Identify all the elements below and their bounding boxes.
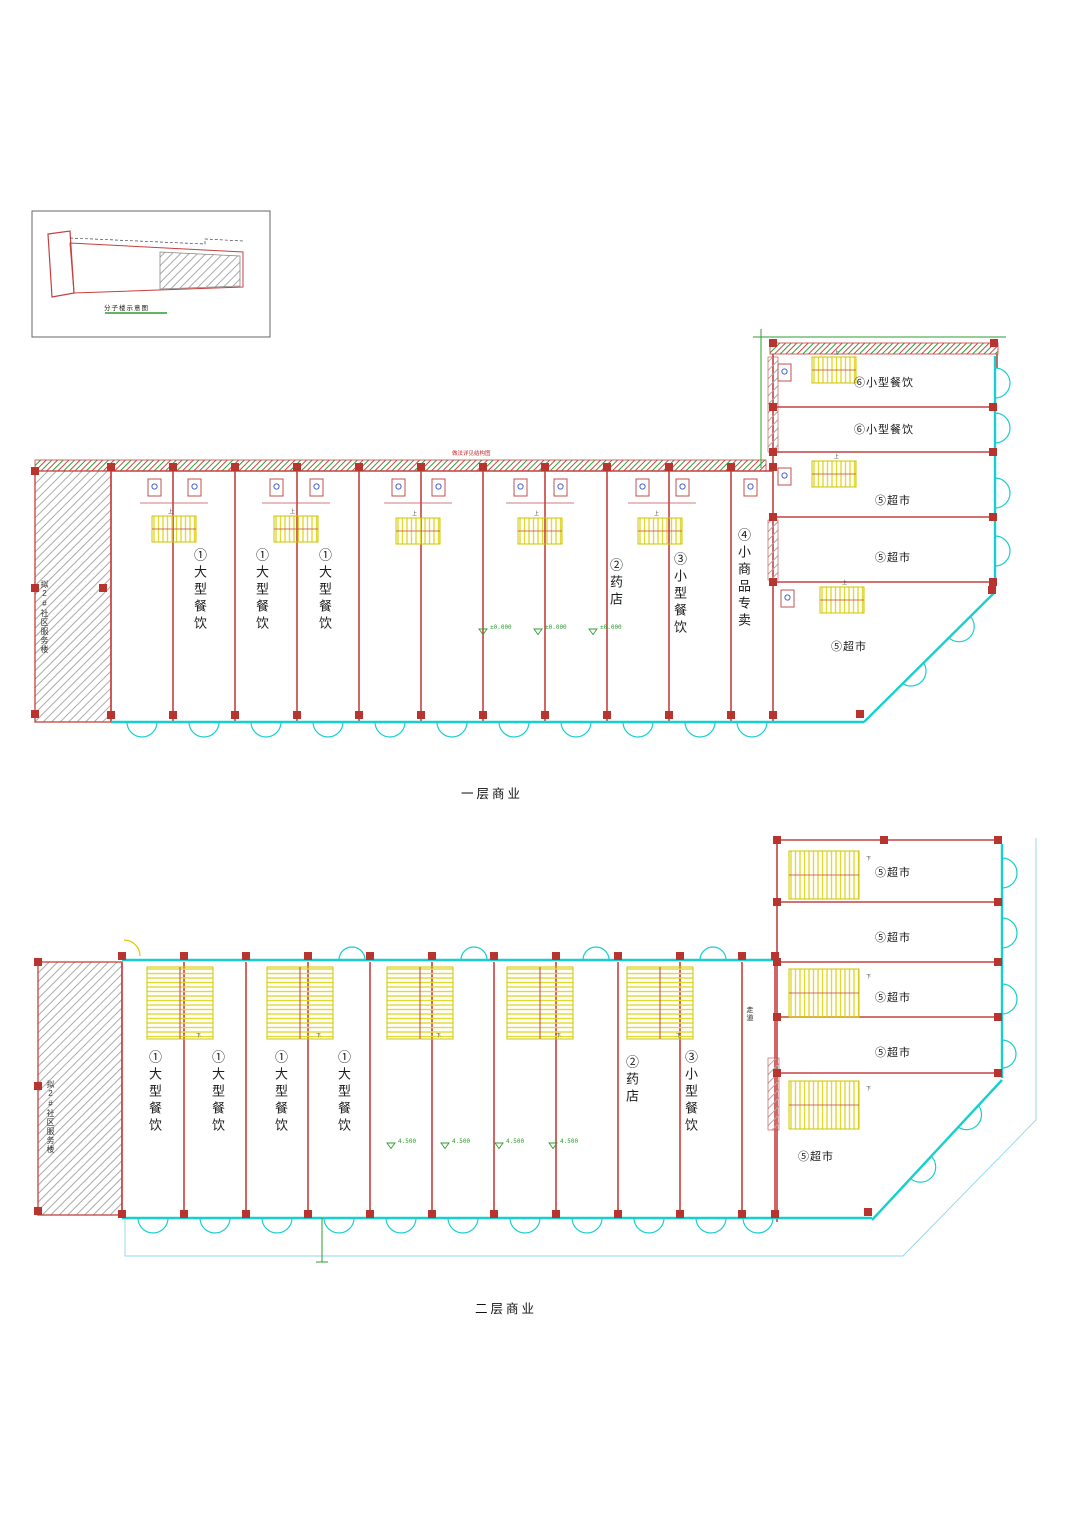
plan1-wing-label-4: ⑤超市 bbox=[875, 552, 911, 564]
stair-direction-label: 下 bbox=[436, 1033, 442, 1039]
plan1-wall-note: 做法详见结构图 bbox=[452, 451, 491, 457]
inset-caption: 分子楼示意图 bbox=[104, 305, 149, 312]
plan1-wing-label-2: ⑥小型餐饮 bbox=[854, 424, 914, 436]
stair-icon bbox=[637, 517, 683, 545]
plan2-walls bbox=[121, 839, 1000, 1222]
plan1-unit-label-6: ④小商品专卖 bbox=[736, 528, 751, 630]
stair-icon bbox=[266, 966, 334, 1040]
stair-direction-label: 上 bbox=[168, 509, 174, 515]
door-arc-icon bbox=[123, 939, 141, 957]
plan2-corridor-label: 走道 bbox=[746, 1006, 753, 1022]
plan1-unit-label-1: ①大型餐饮 bbox=[192, 548, 207, 633]
stair-direction-label: 上 bbox=[412, 511, 418, 517]
plan2-linework bbox=[34, 836, 1037, 1263]
plan1-wing-top-wall bbox=[769, 342, 999, 355]
plan1-top-wall bbox=[34, 459, 767, 472]
plan1-unit-label-2: ①大型餐饮 bbox=[254, 548, 269, 633]
door-arc-icons bbox=[901, 367, 1011, 687]
plan2-unit-label-2: ①大型餐饮 bbox=[210, 1050, 225, 1135]
plan1-storefront bbox=[111, 356, 997, 724]
stair-direction-label: 下 bbox=[556, 1033, 562, 1039]
stair-icon bbox=[811, 460, 857, 488]
plan1-elevation-1: ±0.000 bbox=[490, 624, 512, 631]
plan2-unit-label-6: ③小型餐饮 bbox=[683, 1050, 698, 1135]
stair-direction-label: 下 bbox=[866, 974, 872, 980]
plan1-unit-label-5: ③小型餐饮 bbox=[672, 552, 687, 637]
stair-icon bbox=[811, 356, 857, 384]
stair-icon bbox=[517, 517, 563, 545]
plan2-unit-label-4: ①大型餐饮 bbox=[336, 1050, 351, 1135]
stair-direction-label: 下 bbox=[866, 1086, 872, 1092]
stair-direction-label: 下 bbox=[866, 856, 872, 862]
door-arc-icons bbox=[126, 721, 768, 738]
stair-icon bbox=[788, 1080, 860, 1130]
stair-direction-label: 上 bbox=[534, 511, 540, 517]
wall-poche bbox=[767, 1057, 780, 1131]
door-arc-icons bbox=[137, 1217, 774, 1234]
plan1-wing-label-1: ⑥小型餐饮 bbox=[854, 377, 914, 389]
stair-icon bbox=[626, 966, 694, 1040]
plan2-elevation-4: 4.500 bbox=[560, 1138, 579, 1145]
stair-direction-label: 上 bbox=[842, 580, 848, 586]
plan2-wing-label-3: ⑤超市 bbox=[875, 992, 911, 1004]
plan2-wing-label-2: ⑤超市 bbox=[875, 932, 911, 944]
plan2-unit-label-1: ①大型餐饮 bbox=[147, 1050, 162, 1135]
plan1-elevation-3: ±0.000 bbox=[600, 624, 622, 631]
plan2-unit-label-5: ②药店 bbox=[624, 1055, 639, 1106]
plan1-annex-label: 拟2#社区服务楼 bbox=[40, 580, 49, 654]
door-arc-icons bbox=[338, 946, 727, 961]
plan1-wing-label-3: ⑤超市 bbox=[875, 495, 911, 507]
stair-icon bbox=[506, 966, 574, 1040]
stair-icon bbox=[386, 966, 454, 1040]
stair-direction-label: 下 bbox=[316, 1033, 322, 1039]
plan1-caption: 一层商业 bbox=[460, 787, 524, 801]
plan2-wing-label-1: ⑤超市 bbox=[875, 867, 911, 879]
stair-direction-label: 下 bbox=[676, 1033, 682, 1039]
wall-poche bbox=[767, 519, 779, 581]
door-arc-icons bbox=[909, 857, 1018, 1183]
stair-direction-label: 上 bbox=[290, 509, 296, 515]
stair-direction-label: 下 bbox=[196, 1033, 202, 1039]
plan2-unit-label-3: ①大型餐饮 bbox=[273, 1050, 288, 1135]
plan1-annex-block bbox=[34, 470, 112, 723]
plan1-unit-label-4: ②药店 bbox=[608, 558, 623, 609]
stair-icon bbox=[151, 515, 197, 543]
plan1-elevation-2: ±0.000 bbox=[545, 624, 567, 631]
stair-icon bbox=[146, 966, 214, 1040]
plan2-elevation-1: 4.500 bbox=[398, 1138, 417, 1145]
plan1-linework bbox=[31, 329, 1011, 738]
stair-icon bbox=[819, 586, 865, 614]
datum-tick bbox=[316, 1218, 328, 1263]
plan2-elevation-3: 4.500 bbox=[506, 1138, 525, 1145]
plan2-wing-label-4: ⑤超市 bbox=[875, 1047, 911, 1059]
green-guide-lines bbox=[753, 329, 1006, 468]
stair-icon bbox=[273, 515, 319, 543]
plan2-elevation-2: 4.500 bbox=[452, 1138, 471, 1145]
stair-icon bbox=[788, 968, 860, 1018]
stair-direction-label: 上 bbox=[834, 350, 840, 356]
plan1-walls bbox=[110, 354, 998, 722]
inset-keyplan-drawing bbox=[31, 210, 271, 338]
plan2-storefront bbox=[122, 844, 1004, 1221]
stair-direction-label: 上 bbox=[834, 454, 840, 460]
plan2-caption: 二层商业 bbox=[474, 1302, 538, 1316]
stair-icon bbox=[395, 517, 441, 545]
stair-icons bbox=[146, 850, 860, 1130]
toilet-icons bbox=[147, 363, 795, 608]
plan2-annex-label: 拟2#社区服务楼 bbox=[46, 1080, 55, 1154]
site-boundary-line bbox=[124, 838, 1037, 1257]
stair-icon bbox=[788, 850, 860, 900]
plan1-unit-label-3: ①大型餐饮 bbox=[317, 548, 332, 633]
stair-direction-label: 上 bbox=[654, 511, 660, 517]
plan1-wing-label-5: ⑤超市 bbox=[831, 641, 867, 653]
plan2-wing-label-5: ⑤超市 bbox=[798, 1151, 834, 1163]
